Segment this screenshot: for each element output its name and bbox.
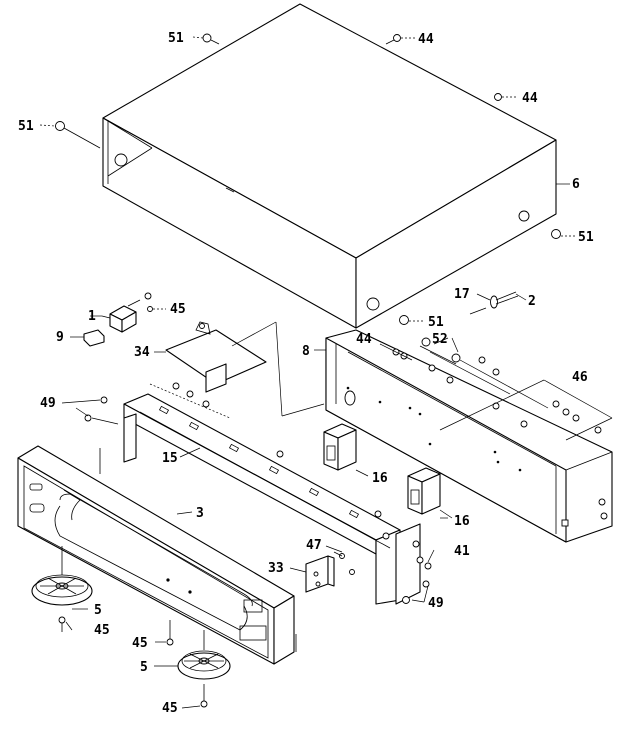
callout-8: 8 (302, 344, 310, 359)
bottom-screws (58, 616, 208, 708)
bracket-screw-left (84, 396, 119, 425)
callout-45-foot-left: 45 (94, 623, 110, 638)
callout-47: 47 (306, 538, 322, 553)
knob (83, 329, 105, 347)
callout-3: 3 (196, 506, 204, 521)
switch (101, 292, 166, 333)
callout-44-right: 44 (522, 91, 538, 106)
top-cover-screws (39, 33, 575, 325)
callout-52: 52 (432, 332, 448, 347)
callout-49-left: 49 (40, 396, 56, 411)
callout-49-right: 49 (428, 596, 444, 611)
support-right (407, 467, 453, 519)
callout-45-switch: 45 (170, 302, 186, 317)
rear-panel-screws (379, 337, 613, 520)
terminal-board (305, 551, 355, 593)
foot-right (177, 630, 231, 680)
front-panel (17, 445, 297, 665)
callout-labels: 51 44 44 51 6 51 17 2 51 1 45 9 34 8 44 … (18, 31, 594, 716)
callout-15: 15 (162, 451, 178, 466)
pcb-holder (165, 321, 325, 417)
callout-51-top: 51 (168, 31, 184, 46)
callout-6: 6 (572, 177, 580, 192)
callout-16-left: 16 (372, 471, 388, 486)
callout-5-left: 5 (94, 603, 102, 618)
power-cord (469, 291, 527, 315)
callout-16-right: 16 (454, 514, 470, 529)
front-frame (123, 382, 401, 605)
callout-1: 1 (88, 309, 96, 324)
callout-44-rear: 44 (356, 332, 372, 347)
callout-51-front: 51 (428, 315, 444, 330)
support-left (323, 423, 369, 477)
callout-2: 2 (528, 294, 536, 309)
callout-44-top: 44 (418, 32, 434, 47)
callout-34: 34 (134, 345, 150, 360)
callout-17: 17 (454, 287, 470, 302)
callout-51-left: 51 (18, 119, 34, 134)
callout-leaders (61, 183, 570, 709)
side-bracket (395, 523, 432, 605)
top-cover (102, 3, 557, 329)
callout-5-right: 5 (140, 660, 148, 675)
rear-panel (325, 329, 613, 543)
callout-45-foot-right: 45 (162, 701, 178, 716)
callout-41: 41 (454, 544, 470, 559)
foot-left (31, 546, 93, 606)
callout-33: 33 (268, 561, 284, 576)
callout-46: 46 (572, 370, 588, 385)
callout-51-right: 51 (578, 230, 594, 245)
callout-45-front: 45 (132, 636, 148, 651)
callout-9: 9 (56, 330, 64, 345)
